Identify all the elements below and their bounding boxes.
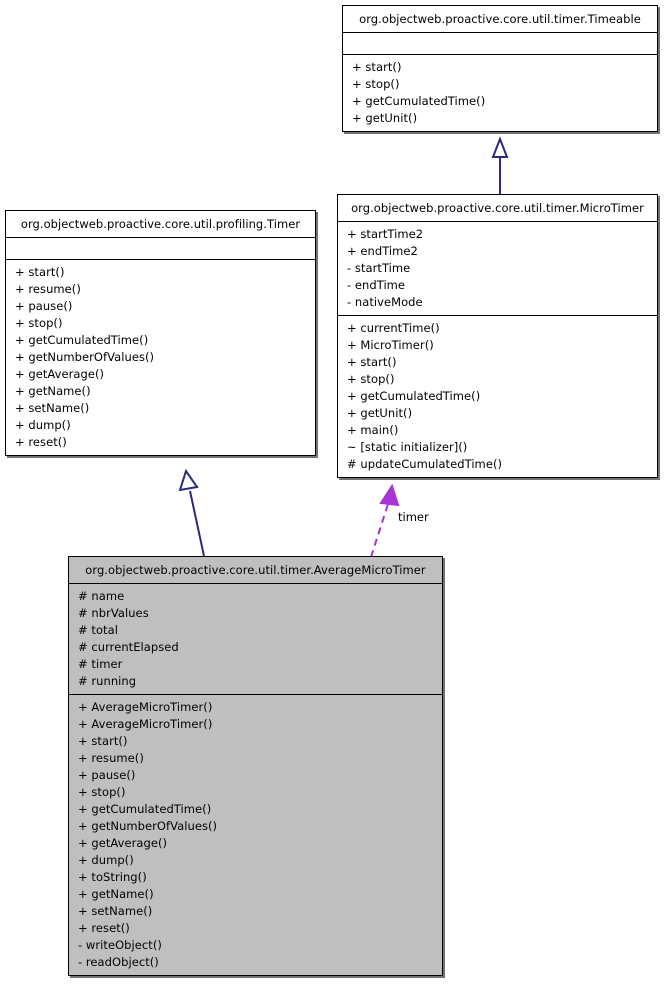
member-item: + start() bbox=[347, 355, 397, 369]
class-box-microtimer[interactable]: org.objectweb.proactive.core.util.timer.… bbox=[337, 194, 658, 478]
member-item: # running bbox=[78, 674, 137, 688]
member-item: + getAverage() bbox=[15, 367, 105, 381]
association-averagemicrotimer-microtimer bbox=[370, 483, 400, 558]
member-item: + getName() bbox=[78, 887, 154, 901]
class-attributes-timeable bbox=[343, 33, 657, 55]
class-title-timeable: org.objectweb.proactive.core.util.timer.… bbox=[343, 6, 657, 33]
member-item: + endTime2 bbox=[347, 244, 418, 258]
class-operations-microtimer: + currentTime() + MicroTimer() + start()… bbox=[338, 316, 657, 477]
member-item: # name bbox=[78, 589, 125, 603]
member-item: # total bbox=[78, 623, 118, 637]
member-item: + reset() bbox=[15, 435, 67, 449]
class-title-microtimer: org.objectweb.proactive.core.util.timer.… bbox=[338, 195, 657, 222]
class-attributes-microtimer: + startTime2 + endTime2 - startTime - en… bbox=[338, 222, 657, 316]
member-item: - writeObject() bbox=[78, 938, 162, 952]
member-item: + AverageMicroTimer() bbox=[78, 717, 213, 731]
class-attributes-averagemicrotimer: # name # nbrValues # total # currentElap… bbox=[69, 584, 442, 695]
class-box-averagemicrotimer[interactable]: org.objectweb.proactive.core.util.timer.… bbox=[68, 556, 443, 976]
member-item: + getAverage() bbox=[78, 836, 168, 850]
member-item: - readObject() bbox=[78, 955, 159, 969]
member-item: + start() bbox=[78, 734, 128, 748]
member-item: + dump() bbox=[78, 853, 134, 867]
member-item: + stop() bbox=[15, 316, 63, 330]
member-item: + main() bbox=[347, 423, 399, 437]
member-item: + pause() bbox=[15, 299, 73, 313]
member-item: + currentTime() bbox=[347, 321, 440, 335]
class-box-timer[interactable]: org.objectweb.proactive.core.util.profil… bbox=[5, 210, 316, 456]
member-item: - endTime bbox=[347, 278, 406, 292]
edge-label-timer: timer bbox=[398, 510, 429, 524]
member-item: + start() bbox=[15, 265, 65, 279]
class-title-timer: org.objectweb.proactive.core.util.profil… bbox=[6, 211, 315, 238]
member-item: - nativeMode bbox=[347, 295, 423, 309]
class-operations-timeable: + start() + stop() + getCumulatedTime() … bbox=[343, 55, 657, 131]
member-item: + getNumberOfValues() bbox=[78, 819, 218, 833]
member-item: + setName() bbox=[78, 904, 153, 918]
member-item: + stop() bbox=[78, 785, 126, 799]
member-item: - startTime bbox=[347, 261, 411, 275]
member-item: # updateCumulatedTime() bbox=[347, 457, 503, 471]
member-item: + getCumulatedTime() bbox=[15, 333, 149, 347]
member-item: + getCumulatedTime() bbox=[78, 802, 212, 816]
member-item: + startTime2 bbox=[347, 227, 424, 241]
member-item: + MicroTimer() bbox=[347, 338, 434, 352]
member-item: + getUnit() bbox=[352, 111, 418, 125]
member-item: + setName() bbox=[15, 401, 90, 415]
class-box-timeable[interactable]: org.objectweb.proactive.core.util.timer.… bbox=[342, 5, 658, 132]
member-item: # currentElapsed bbox=[78, 640, 179, 654]
member-item: + toString() bbox=[78, 870, 147, 884]
member-item: + AverageMicroTimer() bbox=[78, 700, 213, 714]
member-item: + start() bbox=[352, 60, 402, 74]
class-operations-averagemicrotimer: + AverageMicroTimer() + AverageMicroTime… bbox=[69, 695, 442, 975]
member-item: + getUnit() bbox=[347, 406, 413, 420]
class-attributes-timer bbox=[6, 238, 315, 260]
member-item: + getCumulatedTime() bbox=[347, 389, 481, 403]
member-item: # nbrValues bbox=[78, 606, 149, 620]
class-title-averagemicrotimer: org.objectweb.proactive.core.util.timer.… bbox=[69, 557, 442, 584]
member-item: + dump() bbox=[15, 418, 71, 432]
class-operations-timer: + start() + resume() + pause() + stop() … bbox=[6, 260, 315, 455]
member-item: + stop() bbox=[347, 372, 395, 386]
member-item: + getCumulatedTime() bbox=[352, 94, 486, 108]
member-item: + pause() bbox=[78, 768, 136, 782]
member-item: + stop() bbox=[352, 77, 400, 91]
member-item: ~ [static initializer]() bbox=[347, 440, 468, 454]
member-item: + getNumberOfValues() bbox=[15, 350, 155, 364]
generalization-averagemicrotimer-timer bbox=[178, 468, 205, 557]
member-item: + resume() bbox=[15, 282, 81, 296]
member-item: # timer bbox=[78, 657, 123, 671]
member-item: + resume() bbox=[78, 751, 144, 765]
member-item: + reset() bbox=[78, 921, 130, 935]
member-item: + getName() bbox=[15, 384, 91, 398]
generalization-microtimer-timeable bbox=[491, 136, 509, 194]
